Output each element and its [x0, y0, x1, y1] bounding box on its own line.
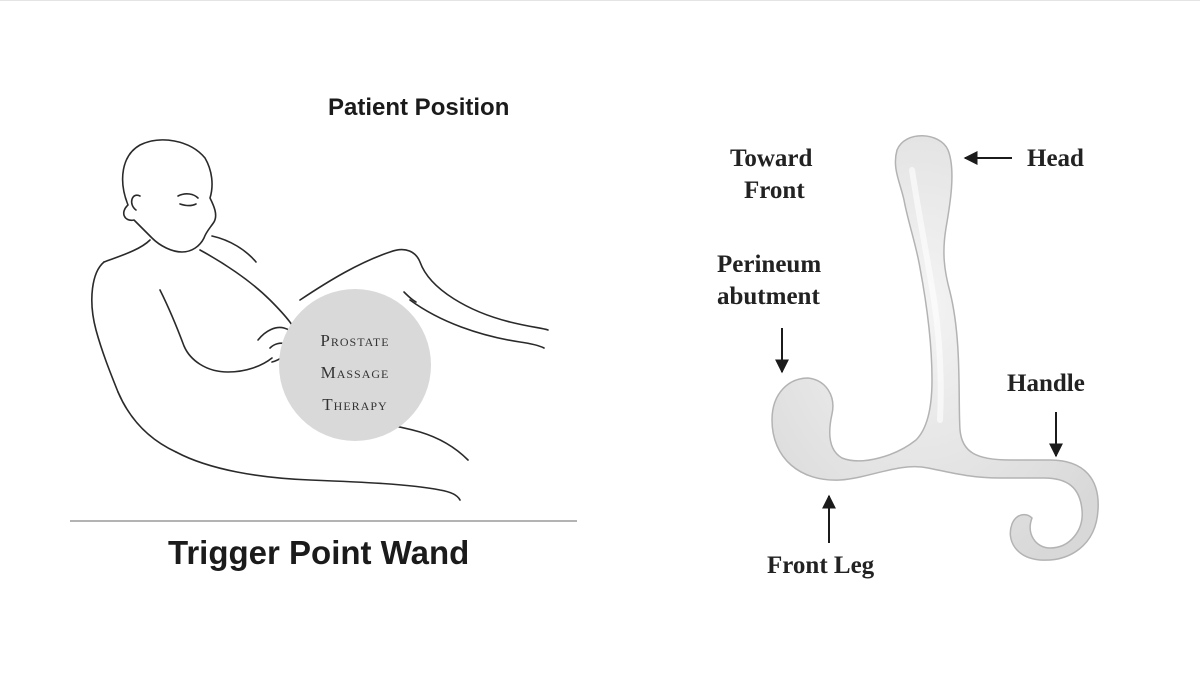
- head-label: Head: [1027, 145, 1084, 172]
- perineum-label-line1: Perineum: [717, 251, 822, 278]
- toward-front-label-line2: Front: [744, 177, 805, 204]
- top-border: [0, 0, 1200, 1]
- patient-position-label: Patient Position: [328, 94, 510, 121]
- device-body: [771, 135, 1099, 561]
- handle-label: Handle: [1007, 370, 1085, 397]
- bottom-title: Trigger Point Wand: [168, 534, 470, 571]
- patient-head: [121, 139, 217, 253]
- circle-text-massage: Massage: [320, 363, 390, 382]
- circle-text-prostate: Prostate: [320, 331, 390, 350]
- toward-front-label-line1: Toward: [730, 145, 813, 172]
- circle-text-therapy: Therapy: [322, 395, 388, 414]
- perineum-label-line2: abutment: [717, 283, 820, 310]
- prostate-circle: [279, 289, 431, 441]
- massager-device: [771, 135, 1099, 561]
- front-leg-label: Front Leg: [767, 552, 875, 579]
